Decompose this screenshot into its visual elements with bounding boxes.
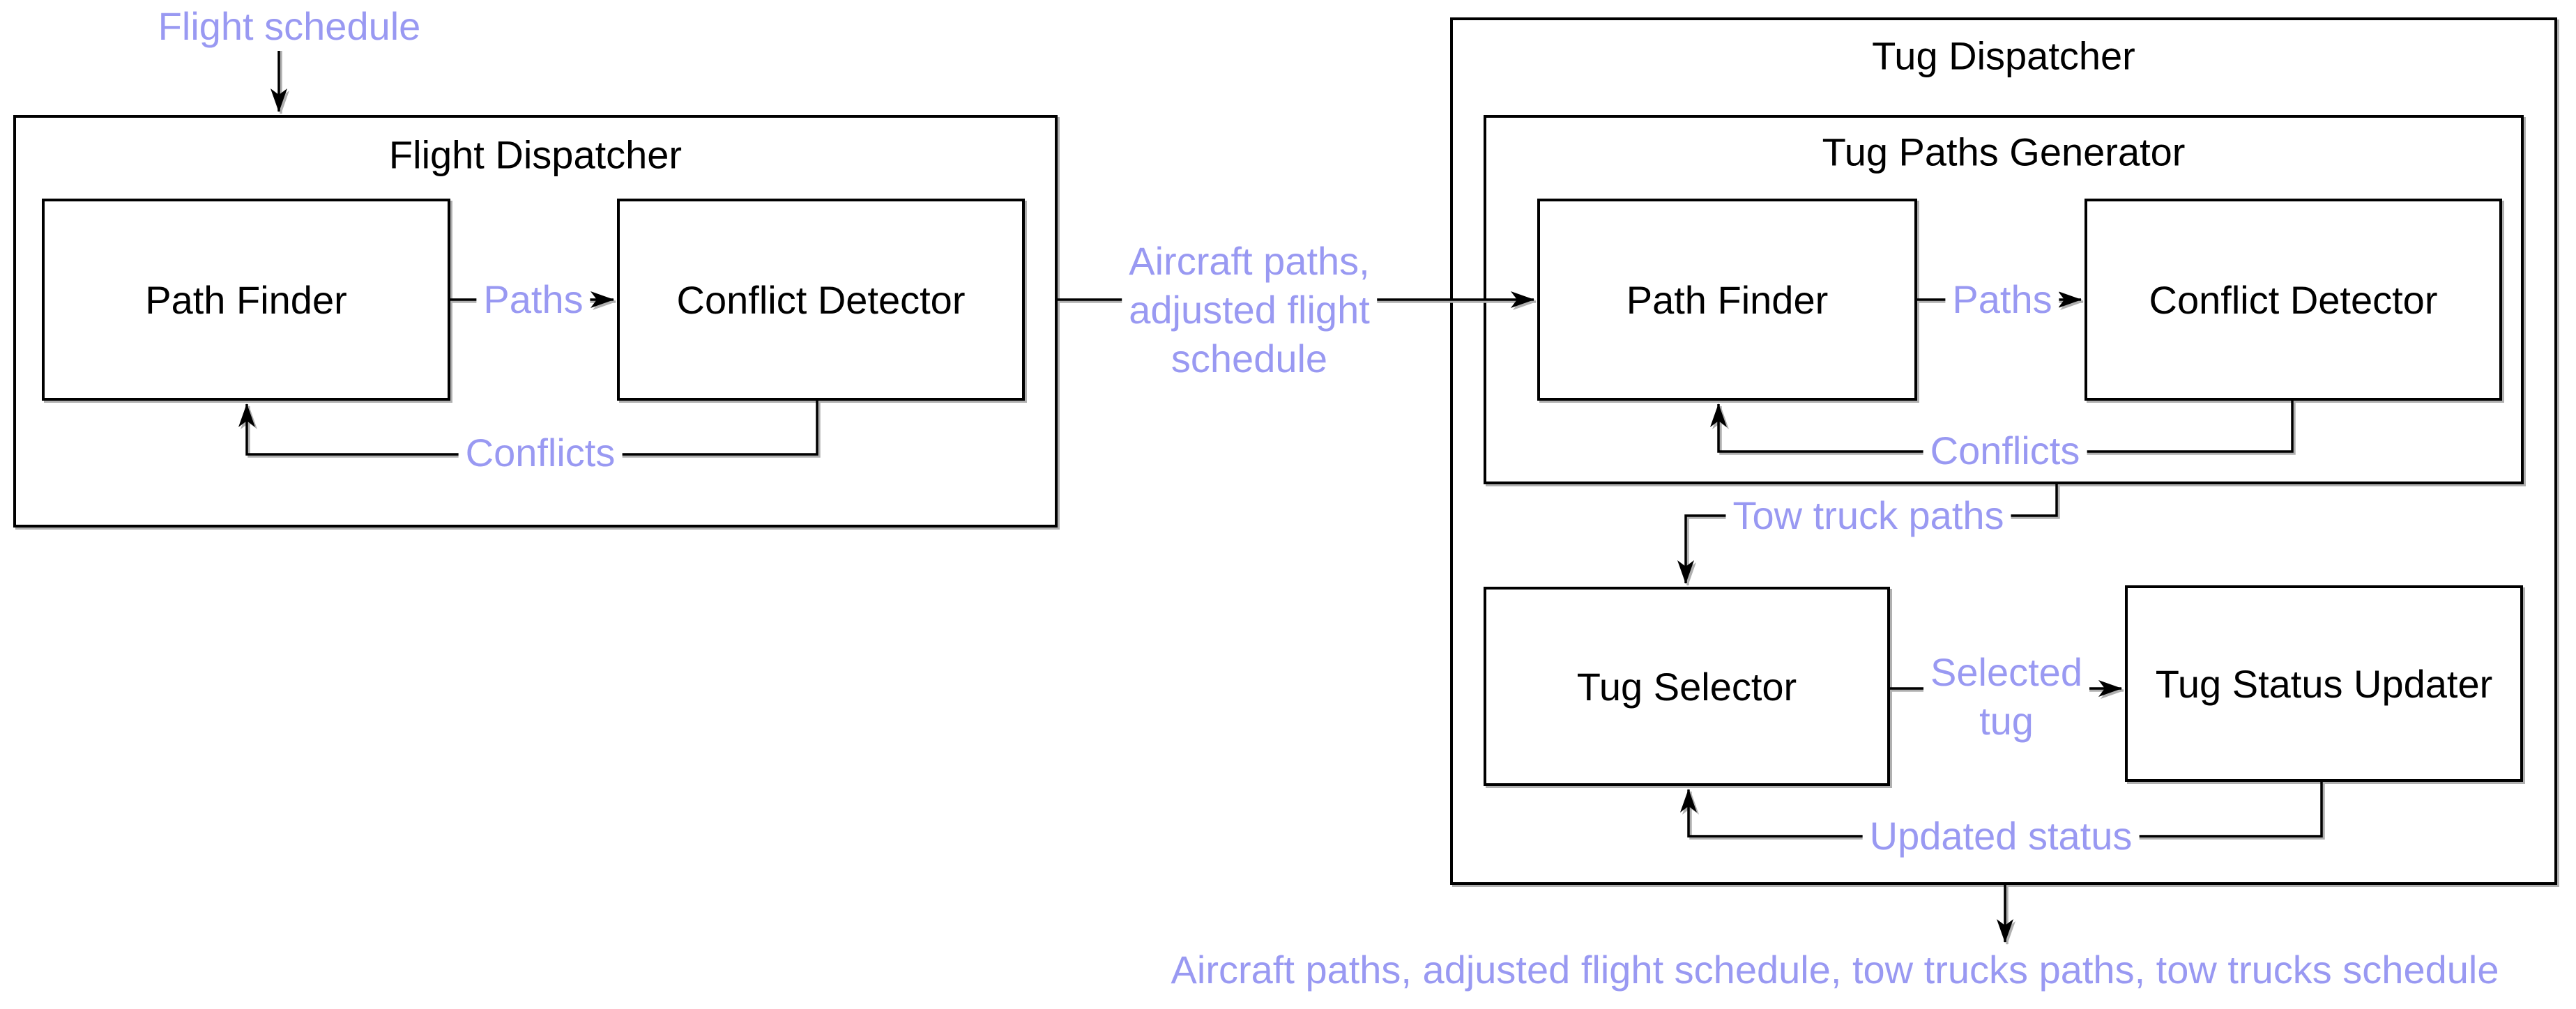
path-finder-right-label: Path Finder (1626, 277, 1829, 322)
tow-truck-paths-label: Tow truck paths (1725, 491, 2011, 540)
conflicts-left-label: Conflicts (458, 429, 623, 477)
tug-status-updater-box: Tug Status Updater (2125, 585, 2523, 782)
path-finder-right-box: Path Finder (1537, 199, 1917, 401)
flight-schedule-label: Flight schedule (151, 2, 428, 51)
conflict-detector-right-box: Conflict Detector (2085, 199, 2502, 401)
path-finder-left-label: Path Finder (145, 277, 347, 322)
aircraft-paths-mid-label: Aircraft paths, adjusted flight schedule (1122, 237, 1377, 383)
tug-selector-box: Tug Selector (1484, 587, 1890, 786)
tug-status-updater-label: Tug Status Updater (2155, 661, 2493, 706)
updated-status-label: Updated status (1862, 812, 2140, 861)
conflict-detector-left-label: Conflict Detector (676, 277, 966, 322)
output-label: Aircraft paths, adjusted flight schedule… (1164, 946, 2506, 994)
paths-left-label: Paths (476, 275, 590, 324)
tug-paths-generator-title: Tug Paths Generator (1822, 130, 2186, 174)
tug-selector-label: Tug Selector (1576, 664, 1797, 709)
conflicts-right-label: Conflicts (1923, 426, 2087, 475)
selected-tug-label: Selected tug (1923, 648, 2089, 746)
conflict-detector-right-label: Conflict Detector (2149, 277, 2438, 322)
paths-right-label: Paths (1945, 275, 2059, 324)
flight-dispatcher-title: Flight Dispatcher (388, 132, 683, 177)
conflict-detector-left-box: Conflict Detector (617, 199, 1025, 401)
tug-dispatcher-title: Tug Dispatcher (1872, 33, 2135, 78)
path-finder-left-box: Path Finder (42, 199, 450, 401)
